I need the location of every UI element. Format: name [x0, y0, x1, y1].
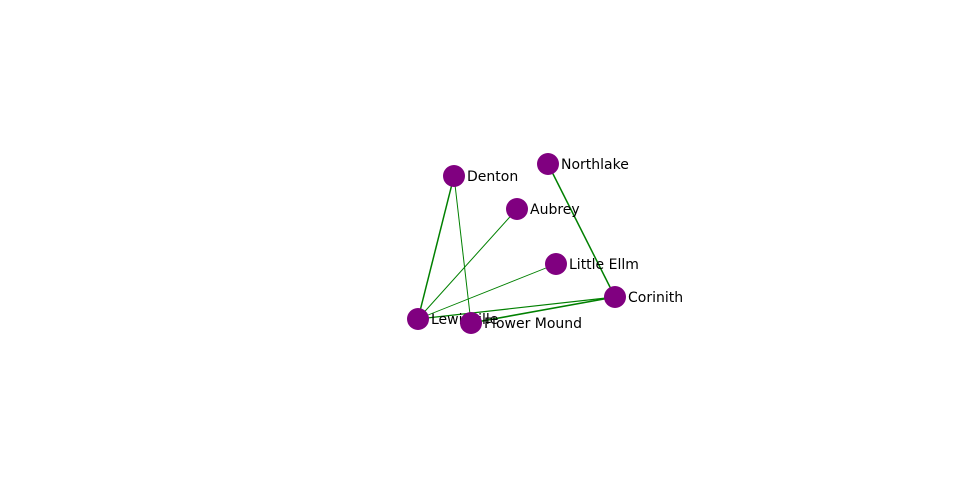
edge-aubrey-lewisville: [417, 208, 518, 320]
node-label: Northlake: [561, 157, 629, 173]
edge-corinith-flower-mound: [470, 296, 616, 324]
edge-northlake-corinith: [547, 163, 616, 298]
node-label: Denton: [467, 169, 518, 185]
edge-little-ellm-lewisville: [417, 263, 557, 320]
node-label: Little Ellm: [569, 257, 639, 273]
node-denton[interactable]: Denton: [443, 165, 518, 187]
node-northlake[interactable]: Northlake: [537, 153, 629, 175]
node-circle[interactable]: [443, 165, 465, 187]
node-corinith[interactable]: Corinith: [604, 286, 683, 308]
node-label: Flower Mound: [484, 316, 582, 332]
edge-corinith-lewisville: [417, 296, 616, 320]
edge-denton-lewisville: [417, 175, 455, 320]
node-circle[interactable]: [604, 286, 626, 308]
node-circle[interactable]: [506, 198, 528, 220]
edge-denton-flower-mound: [453, 175, 472, 324]
node-flower-mound[interactable]: Flower Mound: [460, 312, 582, 334]
node-little-ellm[interactable]: Little Ellm: [545, 253, 639, 275]
node-circle[interactable]: [537, 153, 559, 175]
node-label: Corinith: [628, 290, 683, 306]
node-aubrey[interactable]: Aubrey: [506, 198, 580, 220]
node-circle[interactable]: [460, 312, 482, 334]
edges-layer: [417, 163, 616, 324]
node-label: Aubrey: [530, 202, 580, 218]
node-circle[interactable]: [407, 308, 429, 330]
node-circle[interactable]: [545, 253, 567, 275]
